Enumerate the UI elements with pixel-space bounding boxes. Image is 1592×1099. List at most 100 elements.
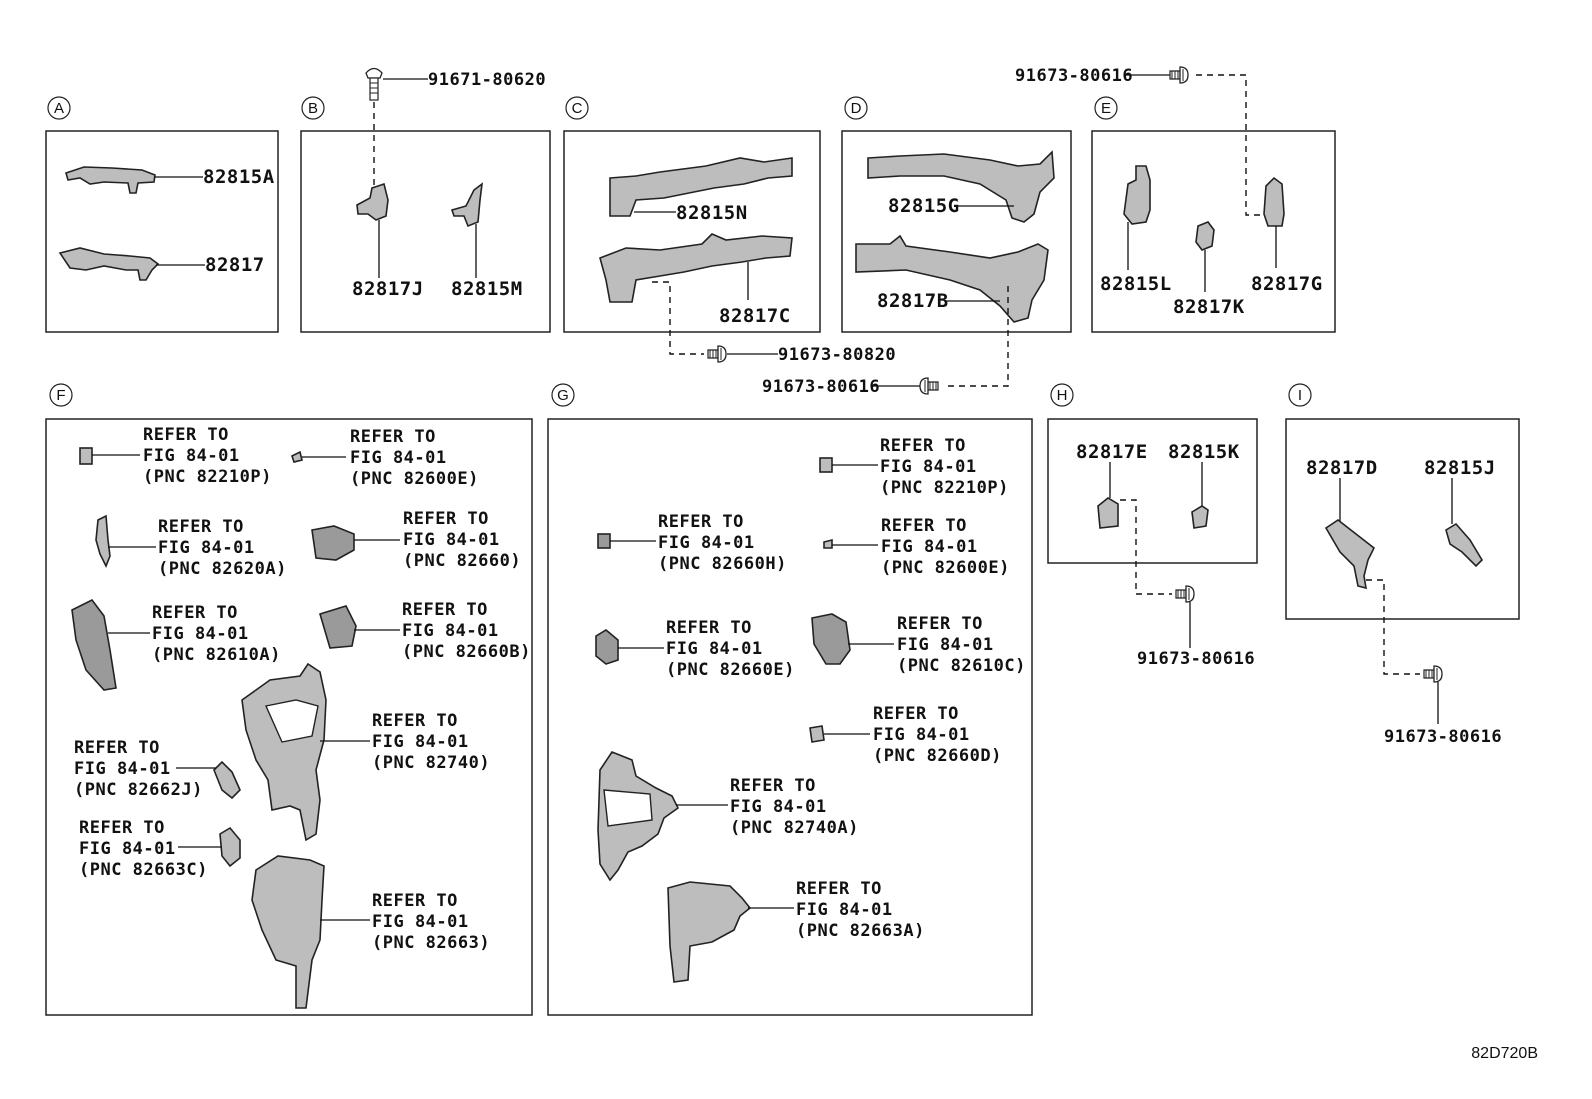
ref-f-82620a-line2: FIG 84-01 (158, 538, 255, 558)
part-f-82620a-icon (95, 514, 111, 568)
section-g-letter: G (557, 387, 569, 404)
ref-g-82610c-line1: REFER TO (897, 614, 983, 634)
ref-g-82600e-line2: FIG 84-01 (881, 537, 978, 557)
bolt-91673-80616-e-icon (1169, 66, 1189, 84)
label-82817: 82817 (205, 254, 265, 276)
ref-f-82663-line1: REFER TO (372, 891, 458, 911)
section-i-letter: I (1298, 387, 1302, 404)
ref-f-82662j-line1: REFER TO (74, 738, 160, 758)
ref-f-82663-line2: FIG 84-01 (372, 912, 469, 932)
section-d: D 82815G 82817B 91673-80616 (762, 96, 1072, 397)
part-82815j-shape (1445, 522, 1484, 568)
section-c-marker (565, 96, 589, 120)
ref-f-82662j-pnc: (PNC 82662J) (74, 780, 203, 800)
part-82817-shape (58, 247, 160, 281)
section-g: G REFER TO FIG 84-01 (PNC 82210P) REFER … (547, 383, 1033, 1016)
ref-g-82660d-pnc: (PNC 82660D) (873, 746, 1002, 766)
part-82817g-shape (1263, 176, 1285, 227)
label-82817j: 82817J (352, 278, 424, 300)
part-82815l-shape (1123, 165, 1151, 225)
part-82817c-shape (599, 233, 793, 303)
label-82815l: 82815L (1100, 273, 1172, 295)
part-f-82663c-icon (219, 826, 241, 868)
label-82817k: 82817K (1173, 296, 1245, 318)
ref-f-82663c-line1: REFER TO (79, 818, 165, 838)
part-f-82600e-icon (291, 450, 303, 463)
ref-f-82660b-pnc: (PNC 82660B) (402, 642, 531, 662)
bolt-91671-80620-icon (365, 67, 383, 101)
part-f-82740-window (265, 699, 319, 743)
section-a-box (45, 130, 279, 333)
label-91673-80616-h: 91673-80616 (1137, 649, 1255, 669)
ref-g-82660e-line2: FIG 84-01 (666, 639, 763, 659)
section-c: C 82815N 82817C 91673-80820 (563, 96, 896, 365)
ref-f-82663c-line2: FIG 84-01 (79, 839, 176, 859)
ref-g-82600e-line1: REFER TO (881, 516, 967, 536)
section-h-marker (1050, 383, 1074, 407)
ref-g-82740a-line1: REFER TO (730, 776, 816, 796)
ref-f-82663c-pnc: (PNC 82663C) (79, 860, 208, 880)
label-82815k: 82815K (1168, 441, 1240, 463)
label-91673-80616-e: 91673-80616 (1015, 66, 1133, 86)
section-e-letter: E (1101, 100, 1111, 117)
section-e-box (1091, 130, 1336, 333)
label-82817d: 82817D (1306, 457, 1378, 479)
section-d-marker (844, 96, 868, 120)
ref-f-82610a-pnc: (PNC 82610A) (152, 645, 281, 665)
part-g-82660e-icon (595, 629, 619, 665)
ref-g-82610c-pnc: (PNC 82610C) (897, 656, 1026, 676)
section-c-letter: C (572, 100, 583, 117)
ref-f-82210p-line1: REFER TO (143, 425, 229, 445)
section-a: A 82815A 82817 (45, 96, 279, 333)
label-82817e: 82817E (1076, 441, 1148, 463)
bolt-91673-80820-icon (707, 345, 727, 363)
ref-g-82740a-pnc: (PNC 82740A) (730, 818, 859, 838)
section-g-box (547, 418, 1033, 1016)
ref-f-82740-line2: FIG 84-01 (372, 732, 469, 752)
ref-f-82600e-pnc: (PNC 82600E) (350, 469, 479, 489)
dash-c-bolt (652, 281, 704, 355)
section-i: I 82817D 82815J 91673-80616 (1285, 383, 1520, 747)
part-f-82610a-icon (71, 598, 117, 691)
part-82815g-shape (867, 150, 1055, 223)
ref-f-82662j-line2: FIG 84-01 (74, 759, 171, 779)
dash-e-bolt (1196, 74, 1262, 216)
ref-g-82660h-line1: REFER TO (658, 512, 744, 532)
label-82817g: 82817G (1251, 273, 1323, 295)
section-b-marker (301, 96, 325, 120)
label-91673-80616-d: 91673-80616 (762, 377, 880, 397)
ref-f-82740-pnc: (PNC 82740) (372, 753, 490, 773)
dash-i-bolt (1366, 579, 1420, 675)
ref-f-82663-pnc: (PNC 82663) (372, 933, 490, 953)
bolt-91673-80616-h-icon (1175, 585, 1195, 603)
ref-f-82600e-line2: FIG 84-01 (350, 448, 447, 468)
label-91671-80620: 91671-80620 (428, 70, 546, 90)
ref-f-82660b-line2: FIG 84-01 (402, 621, 499, 641)
ref-g-82660e-pnc: (PNC 82660E) (666, 660, 795, 680)
section-h-letter: H (1057, 387, 1068, 404)
part-g-82600e-icon (823, 538, 833, 549)
label-82815n: 82815N (676, 202, 748, 224)
part-g-82663a-icon (667, 881, 752, 983)
label-82817b: 82817B (877, 290, 949, 312)
ref-g-82663a-pnc: (PNC 82663A) (796, 921, 925, 941)
ref-g-82660d-line1: REFER TO (873, 704, 959, 724)
ref-g-82660h-pnc: (PNC 82660H) (658, 554, 787, 574)
part-f-82663-icon (251, 855, 325, 1009)
section-h: H 82817E 82815K 91673-80616 (1047, 383, 1258, 669)
label-91673-80820: 91673-80820 (778, 345, 896, 365)
dash-h-bolt (1120, 499, 1172, 595)
section-f-marker (49, 383, 73, 407)
ref-g-82210p-line2: FIG 84-01 (880, 457, 977, 477)
section-f-letter: F (56, 387, 65, 404)
diagram-code: 82D720B (1471, 1045, 1538, 1062)
part-82817j-shape (356, 182, 389, 221)
label-82815a: 82815A (203, 166, 275, 188)
bolt-91673-80616-d-icon (919, 377, 939, 395)
label-82815g: 82815G (888, 195, 960, 217)
section-h-box (1047, 418, 1258, 564)
ref-g-82210p-pnc: (PNC 82210P) (880, 478, 1009, 498)
ref-g-82740a-line2: FIG 84-01 (730, 797, 827, 817)
part-82817k-shape (1195, 221, 1215, 251)
section-d-box (841, 130, 1072, 333)
